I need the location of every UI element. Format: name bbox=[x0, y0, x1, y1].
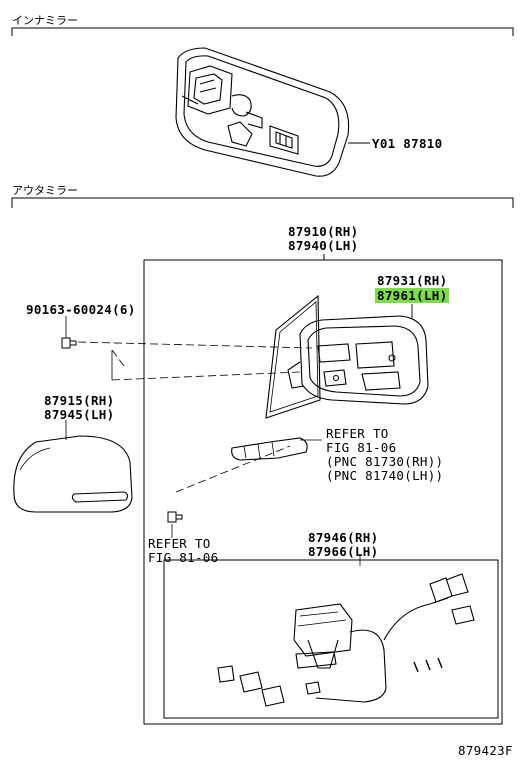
part-cover-rh[interactable]: 87915(RH) bbox=[44, 393, 115, 408]
ref1-line1: REFER TO bbox=[326, 426, 389, 441]
outer-mirror-illustration bbox=[266, 296, 428, 418]
inner-mirror-illustration bbox=[176, 48, 349, 176]
ref1-line2: FIG 81-06 bbox=[326, 440, 397, 455]
part-screw[interactable]: 90163-60024(6) bbox=[26, 302, 136, 317]
outer-assembly-bracket bbox=[144, 254, 502, 724]
part-cover-lh[interactable]: 87945(LH) bbox=[44, 407, 115, 422]
mirror-cover-illustration bbox=[14, 436, 132, 512]
part-motor-lh[interactable]: 87966(LH) bbox=[308, 544, 379, 559]
part-inner-mirror[interactable]: Y01 87810 bbox=[372, 136, 443, 151]
part-outer-mirror-rh[interactable]: 87910(RH) bbox=[288, 224, 359, 239]
outer-section-bracket bbox=[12, 198, 513, 208]
inner-mirror-section-title: インナミラー bbox=[12, 14, 78, 27]
part-outer-mirror-lh[interactable]: 87940(LH) bbox=[288, 238, 359, 253]
mirror-base-illustration bbox=[232, 438, 307, 460]
ref2-line1: REFER TO bbox=[148, 536, 211, 551]
motor-illustration bbox=[218, 574, 474, 706]
ref2-line2: FIG 81-06 bbox=[148, 550, 219, 565]
part-mirror-sub-lh-highlighted[interactable]: 87961(LH) bbox=[375, 288, 450, 303]
inner-section-bracket bbox=[12, 28, 513, 36]
ref1-line4: (PNC 81740(LH)) bbox=[326, 468, 444, 483]
motor-box bbox=[164, 560, 498, 718]
figure-id: 879423F bbox=[458, 743, 513, 758]
screw2-icon bbox=[168, 512, 182, 522]
screw-icon bbox=[62, 338, 76, 348]
part-mirror-sub-rh[interactable]: 87931(RH) bbox=[377, 273, 448, 288]
outer-mirror-section-title: アウタミラー bbox=[12, 184, 78, 197]
assembly-lines bbox=[78, 342, 312, 492]
part-motor-rh[interactable]: 87946(RH) bbox=[308, 530, 379, 545]
ref1-line3: (PNC 81730(RH)) bbox=[326, 454, 444, 469]
